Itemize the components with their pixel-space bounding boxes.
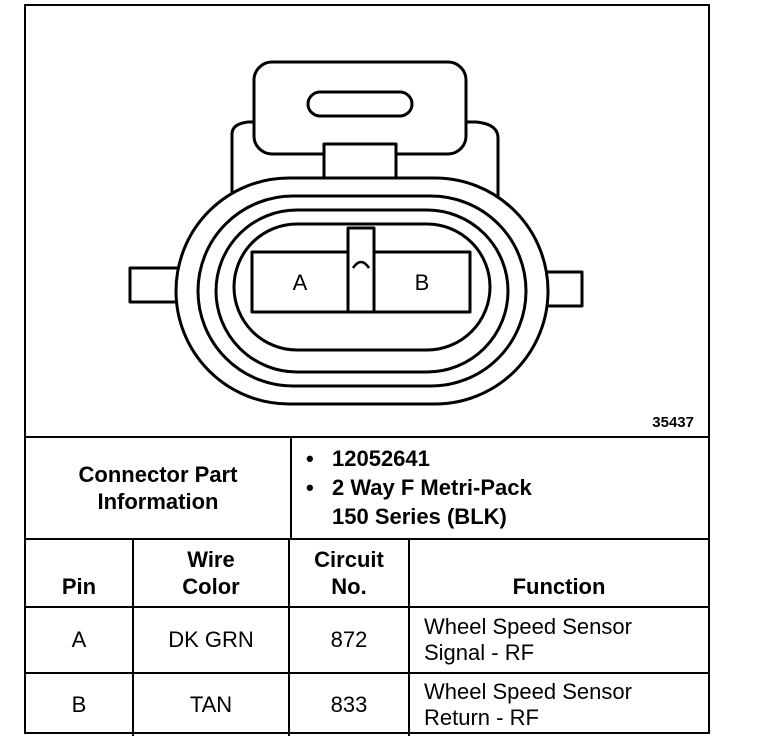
figure-number: 35437 <box>652 414 694 431</box>
table-row: A DK GRN 872 Wheel Speed Sensor Signal -… <box>26 606 708 672</box>
connector-frame: A B 35437 Connector Part Information 120… <box>24 4 710 736</box>
function-line2: Return - RF <box>424 705 539 730</box>
connector-drawing: A B <box>128 60 584 406</box>
table-row: B TAN 833 Wheel Speed Sensor Return - RF <box>26 672 708 736</box>
header-function-line2: Function <box>512 574 606 599</box>
circuit-cell: 872 <box>290 608 410 672</box>
circuit-cell: 833 <box>290 674 410 736</box>
header-circuit-line1: Circuit <box>314 547 384 572</box>
pin-a-label: A <box>293 270 308 295</box>
function-cell: Wheel Speed Sensor Signal - RF <box>410 608 708 672</box>
header-circuit-line2: No. <box>331 574 367 599</box>
connector-info-row: Connector Part Information 12052641 2 Wa… <box>26 436 708 538</box>
header-wire-color-line2: Color <box>182 574 240 599</box>
part-number: 12052641 <box>332 446 430 471</box>
connector-info-label-line2: Information <box>97 489 219 514</box>
connector-info-list: 12052641 2 Way F Metri-Pack 150 Series (… <box>292 438 708 538</box>
connector-diagram: A B 35437 <box>26 6 708 436</box>
function-cell: Wheel Speed Sensor Return - RF <box>410 674 708 736</box>
header-circuit: Circuit No. <box>290 540 410 606</box>
pin-cell: B <box>26 674 134 736</box>
connector-type-line2: 150 Series (BLK) <box>332 504 507 529</box>
header-wire-color-line1: Wire <box>187 547 235 572</box>
part-number-item: 12052641 <box>306 444 708 473</box>
connector-info-label-line1: Connector Part <box>78 462 238 487</box>
header-wire-color: Wire Color <box>134 540 290 606</box>
header-pin: Pin <box>26 540 134 606</box>
connector-info-label: Connector Part Information <box>26 438 292 538</box>
table-header-row: Pin Wire Color Circuit No. Function <box>26 538 708 606</box>
connector-type-item: 2 Way F Metri-Pack 150 Series (BLK) <box>306 473 708 531</box>
header-function: Function <box>410 540 708 606</box>
function-line2: Signal - RF <box>424 640 535 665</box>
pin-b-label: B <box>415 270 430 295</box>
pin-cell: A <box>26 608 134 672</box>
wire-color-cell: TAN <box>134 674 290 736</box>
wire-color-cell: DK GRN <box>134 608 290 672</box>
connector-type-line1: 2 Way F Metri-Pack <box>332 475 532 500</box>
header-pin-line2: Pin <box>61 574 97 599</box>
function-line1: Wheel Speed Sensor <box>424 614 632 639</box>
function-line1: Wheel Speed Sensor <box>424 679 632 704</box>
